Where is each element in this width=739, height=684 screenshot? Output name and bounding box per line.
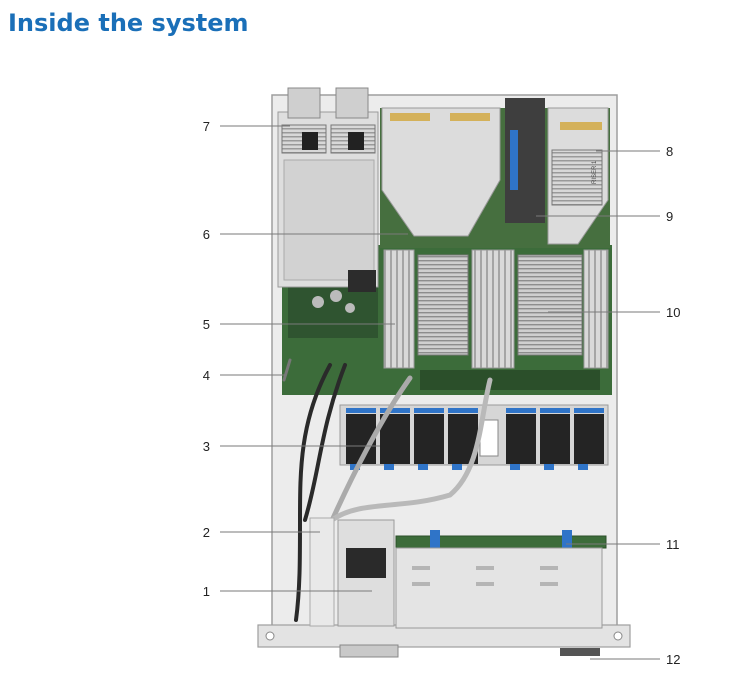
callout-12: 12 bbox=[666, 652, 680, 667]
drive-cage bbox=[309, 517, 603, 629]
callout-4: 4 bbox=[203, 368, 210, 383]
callout-6: 6 bbox=[203, 227, 210, 242]
page-title: Inside the system bbox=[8, 9, 249, 37]
cables bbox=[282, 358, 493, 622]
callout-8: 8 bbox=[666, 144, 673, 159]
riser-label: RISER 1 bbox=[592, 160, 598, 184]
riser-cage: RISER 1 bbox=[381, 98, 609, 245]
callout-5: 5 bbox=[203, 317, 210, 332]
callout-2: 2 bbox=[203, 525, 210, 540]
callout-9: 9 bbox=[666, 209, 673, 224]
leader-lines bbox=[220, 125, 660, 660]
callout-1: 1 bbox=[203, 584, 210, 599]
callout-7: 7 bbox=[203, 119, 210, 134]
callout-numbers: 1 2 3 4 5 6 7 8 9 10 11 12 bbox=[203, 119, 681, 667]
power-supply-units bbox=[277, 87, 379, 292]
callout-3: 3 bbox=[203, 439, 210, 454]
processor-heat-sinks bbox=[417, 254, 583, 356]
callout-11: 11 bbox=[666, 537, 680, 552]
callout-10: 10 bbox=[666, 305, 680, 320]
drive-backplane bbox=[395, 530, 607, 549]
memory-modules bbox=[383, 249, 609, 369]
